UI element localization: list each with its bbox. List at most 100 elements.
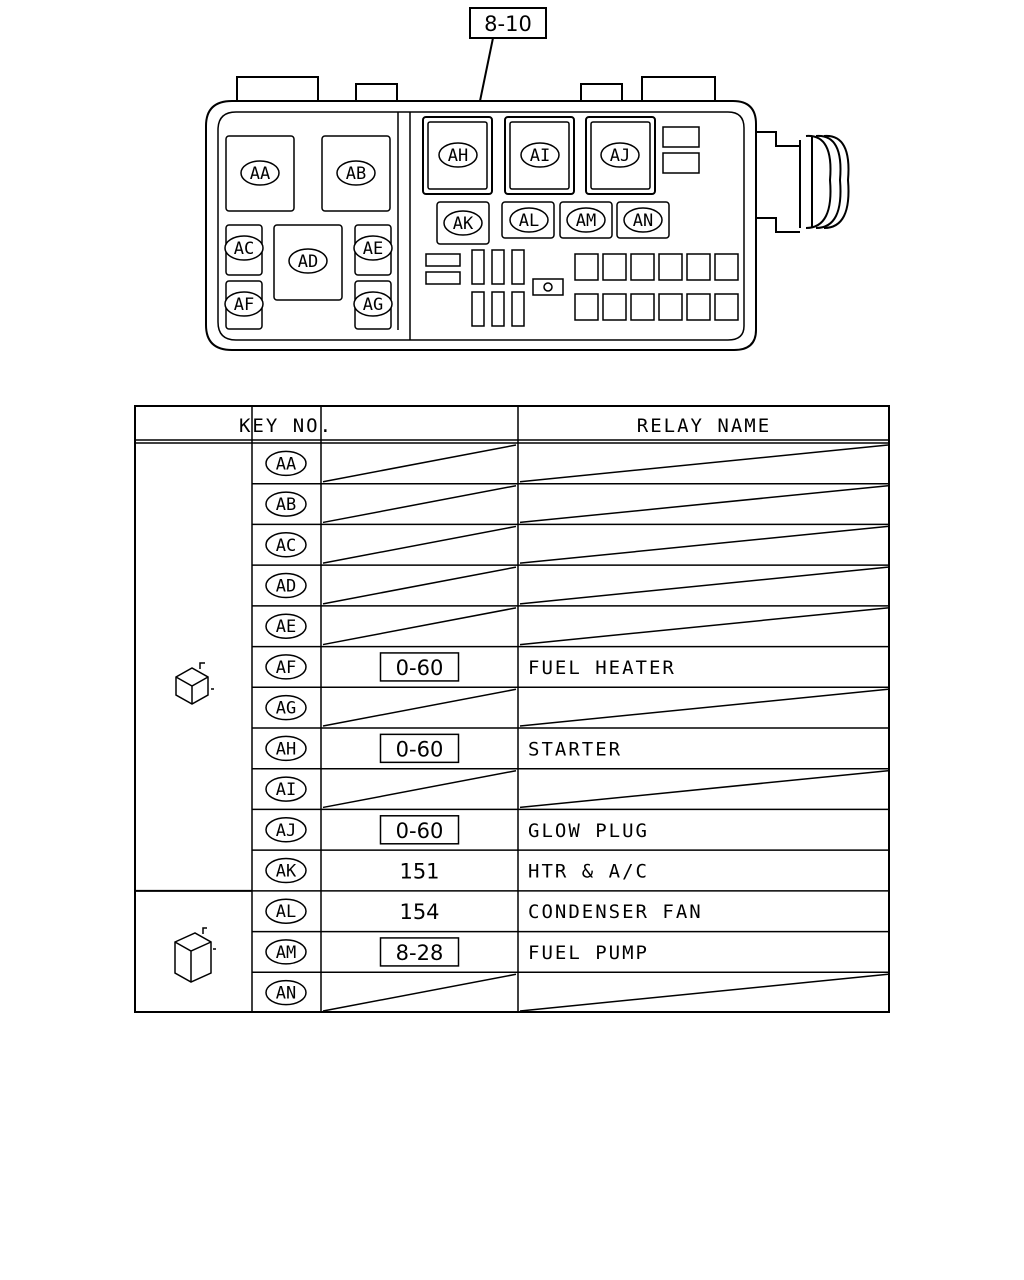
empty-name-slash bbox=[519, 973, 889, 1012]
callout-label: 8-10 bbox=[484, 12, 532, 36]
row-id-an: AN bbox=[265, 979, 307, 1006]
relay-slot-aj-inner bbox=[590, 121, 651, 190]
fuse-slot-h2 bbox=[425, 271, 461, 285]
row-id-ah: AH bbox=[265, 735, 307, 762]
harness-body bbox=[799, 136, 813, 228]
row-id-ab: AB bbox=[265, 491, 307, 517]
harness-ring-3 bbox=[823, 134, 850, 229]
svg-text:AC: AC bbox=[276, 536, 296, 556]
relay-slot-ah-inner bbox=[427, 121, 488, 190]
key-no-ak: 151 bbox=[399, 860, 439, 884]
svg-text:AI: AI bbox=[276, 780, 296, 800]
key-box bbox=[379, 815, 460, 845]
key-no-al: 154 bbox=[399, 900, 439, 924]
fuse-cell bbox=[630, 253, 655, 281]
svg-text:AD: AD bbox=[298, 252, 318, 272]
fuse-slot-v4 bbox=[471, 291, 485, 327]
svg-text:AG: AG bbox=[276, 699, 296, 719]
svg-text:AN: AN bbox=[276, 984, 296, 1004]
row-id-am: AM bbox=[265, 939, 307, 965]
empty-key-slash bbox=[322, 566, 517, 605]
svg-text:AJ: AJ bbox=[276, 821, 296, 841]
diode-slot bbox=[532, 278, 564, 296]
small-part-1 bbox=[662, 126, 700, 148]
relay-slot-ah bbox=[422, 116, 493, 195]
svg-text:AM: AM bbox=[276, 943, 296, 963]
housing-divider bbox=[397, 112, 411, 340]
relay-slot-ab bbox=[321, 135, 391, 212]
slot-label-ak: AK bbox=[443, 210, 483, 236]
svg-text:AB: AB bbox=[276, 495, 296, 515]
relay-slot-ak bbox=[436, 201, 490, 245]
relay-icon-mini bbox=[175, 662, 214, 705]
row-id-aa: AA bbox=[265, 450, 307, 477]
slot-label-af: AF bbox=[224, 291, 264, 317]
fuse-cell bbox=[602, 293, 627, 321]
empty-name-slash bbox=[519, 525, 889, 564]
slot-label-aj: AJ bbox=[600, 142, 640, 168]
row-id-ad: AD bbox=[265, 572, 307, 599]
relay-slot-ai bbox=[504, 116, 575, 195]
fuse-grid bbox=[574, 253, 739, 321]
slot-label-aa: AA bbox=[240, 160, 280, 186]
relay-slot-aj bbox=[585, 116, 656, 195]
fuse-cell bbox=[574, 293, 599, 321]
slot-label-ai: AI bbox=[520, 142, 560, 168]
harness-ring-2 bbox=[815, 134, 842, 229]
relay-name-aj: GLOW PLUG bbox=[528, 820, 649, 842]
slot-label-am: AM bbox=[566, 207, 606, 233]
svg-text:AI: AI bbox=[530, 146, 550, 166]
svg-text:AH: AH bbox=[276, 739, 296, 759]
row-id-al: AL bbox=[265, 898, 307, 924]
svg-text:AA: AA bbox=[250, 164, 270, 184]
svg-text:AL: AL bbox=[276, 902, 296, 922]
fuse-slot-v2 bbox=[491, 249, 505, 285]
empty-key-slash bbox=[322, 973, 517, 1012]
relay-slot-ad bbox=[273, 224, 343, 301]
fuse-cell bbox=[658, 293, 683, 321]
empty-key-slash bbox=[322, 484, 517, 524]
empty-name-slash bbox=[519, 688, 889, 727]
empty-key-slash bbox=[322, 525, 517, 564]
fuse-slot-v5 bbox=[491, 291, 505, 327]
empty-key-slash bbox=[322, 769, 517, 809]
key-box bbox=[379, 652, 460, 682]
empty-name-slash bbox=[519, 484, 889, 524]
svg-text:AA: AA bbox=[276, 454, 296, 474]
slot-label-ae: AE bbox=[353, 235, 393, 261]
row-id-ak: AK bbox=[265, 857, 307, 884]
callout-leader bbox=[479, 37, 494, 102]
header-relay-name: RELAY NAME bbox=[637, 415, 771, 437]
svg-text:AK: AK bbox=[453, 214, 474, 234]
key-no-am: 8-28 bbox=[396, 941, 444, 965]
svg-text:AN: AN bbox=[633, 211, 653, 231]
fuse-slot-h1 bbox=[425, 253, 461, 267]
svg-text:AL: AL bbox=[519, 211, 539, 231]
row-id-ac: AC bbox=[265, 532, 307, 558]
fuse-cell bbox=[686, 293, 711, 321]
relay-slot-an bbox=[616, 201, 670, 239]
fuse-cell bbox=[630, 293, 655, 321]
svg-text:AC: AC bbox=[234, 239, 254, 259]
top-connector-3 bbox=[580, 83, 623, 101]
fuse-slot-v3 bbox=[511, 249, 525, 285]
harness-ring-1 bbox=[805, 134, 832, 229]
relay-name-af: FUEL HEATER bbox=[528, 657, 676, 679]
table-border bbox=[134, 405, 890, 1013]
fuse-cell bbox=[714, 293, 739, 321]
relay-name-ak: HTR & A/C bbox=[528, 861, 649, 883]
fuse-cell bbox=[686, 253, 711, 281]
slot-label-ad: AD bbox=[288, 248, 328, 274]
diode-mark bbox=[543, 282, 553, 292]
svg-text:AK: AK bbox=[276, 862, 297, 882]
top-connector-2 bbox=[355, 83, 398, 101]
small-part-2 bbox=[662, 152, 700, 174]
row-id-ai: AI bbox=[265, 776, 307, 802]
callout-box bbox=[469, 7, 547, 39]
empty-key-slash bbox=[322, 688, 517, 727]
fuse-slot-v1 bbox=[471, 249, 485, 285]
svg-text:AF: AF bbox=[234, 295, 254, 315]
fuse-cell bbox=[602, 253, 627, 281]
